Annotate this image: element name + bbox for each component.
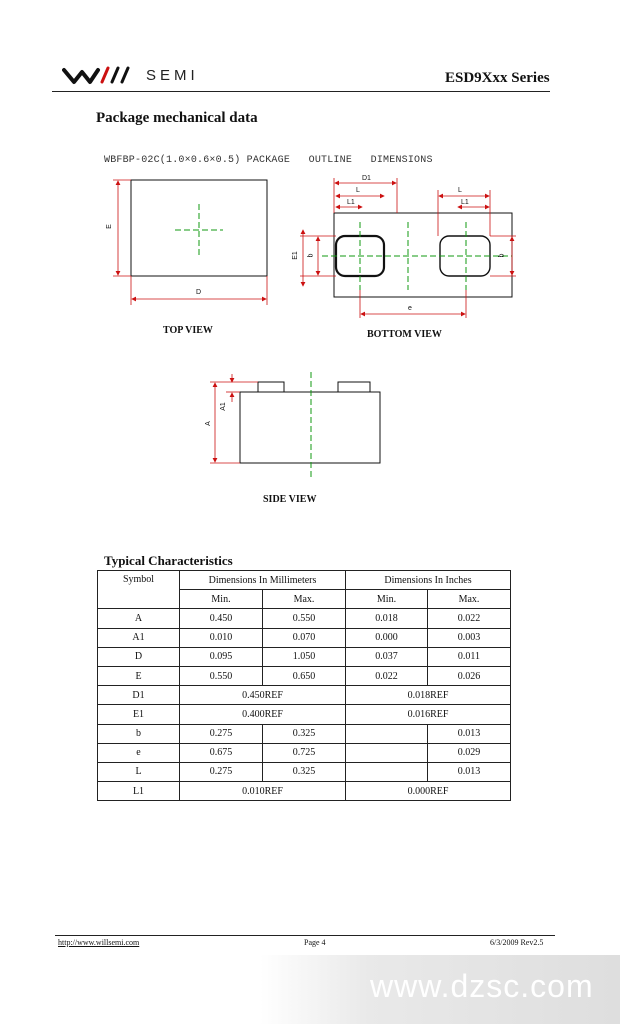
dim-label-D: D	[196, 289, 202, 296]
watermark: www.dzsc.com	[370, 968, 594, 1004]
cell-in-max: 0.022	[427, 608, 511, 629]
cell-in-max: 0.011	[427, 646, 511, 667]
footer-url-link[interactable]: http://www.willsemi.com	[58, 938, 140, 947]
cell-mm-min: 0.450	[179, 608, 263, 629]
table-title: Typical Characteristics	[104, 553, 233, 568]
dim-label-E1: E1	[291, 251, 299, 260]
cell-in-max: 0.026	[427, 665, 511, 687]
footer-divider	[55, 935, 555, 936]
cell-in-min: 0.018	[345, 608, 428, 629]
cell-in-ref: 0.018REF	[345, 685, 511, 706]
dim-label-e: e	[408, 305, 412, 312]
dim-label-A1: A1	[219, 402, 227, 411]
dim-label-b-right: b	[498, 253, 506, 258]
cell-in-min: 0.000	[345, 627, 428, 648]
characteristics-table: Symbol Dimensions In Millimeters Dimensi…	[97, 569, 511, 802]
cell-mm-min: 0.550	[179, 665, 263, 687]
cell-in-ref: 0.000REF	[345, 781, 511, 802]
dim-label-L1-right: L1	[461, 199, 469, 206]
cell-symbol: L1	[97, 781, 180, 802]
series-title: ESD9Xxx Series	[445, 70, 550, 86]
section-title: Package mechanical data	[96, 110, 258, 126]
cell-in-ref: 0.016REF	[345, 704, 511, 725]
header-divider	[52, 91, 550, 92]
cell-in-min	[345, 742, 428, 763]
top-view-drawing	[113, 179, 268, 305]
cell-mm-ref: 0.400REF	[179, 704, 346, 725]
side-view-drawing	[210, 372, 381, 478]
cell-mm-max: 0.325	[262, 761, 346, 783]
cell-symbol: A	[97, 608, 180, 629]
header-in-min: Min.	[345, 589, 428, 610]
cell-mm-max: 1.050	[262, 646, 346, 667]
top-view-caption: TOP VIEW	[163, 325, 213, 336]
cell-mm-max: 0.325	[262, 723, 346, 744]
footer-date-revision: 6/3/2009 Rev2.5	[490, 938, 544, 947]
cell-mm-max: 0.550	[262, 608, 346, 629]
cell-mm-max: 0.650	[262, 665, 346, 687]
cell-mm-min: 0.275	[179, 761, 263, 783]
cell-mm-ref: 0.450REF	[179, 685, 346, 706]
dim-label-L-left: L	[356, 187, 360, 194]
cell-in-max: 0.013	[427, 761, 511, 783]
dim-label-L1-left: L1	[347, 199, 355, 206]
footer-page-number: Page 4	[304, 938, 326, 947]
cell-in-max: 0.013	[427, 723, 511, 744]
header-in-max: Max.	[427, 589, 511, 610]
cell-symbol: e	[97, 742, 180, 763]
watermark-band	[260, 955, 620, 1024]
cell-symbol: b	[97, 723, 180, 744]
cell-in-max: 0.029	[427, 742, 511, 763]
cell-mm-max: 0.070	[262, 627, 346, 648]
cell-in-max: 0.003	[427, 627, 511, 648]
bottom-view-caption: BOTTOM VIEW	[367, 329, 442, 340]
cell-in-min: 0.022	[345, 665, 428, 687]
cell-symbol: D	[97, 646, 180, 667]
dim-label-D1: D1	[362, 175, 371, 182]
cell-symbol: D1	[97, 685, 180, 706]
dim-label-b-left: b	[307, 253, 315, 258]
cell-mm-min: 0.275	[179, 723, 263, 744]
cell-mm-min: 0.675	[179, 742, 263, 763]
will-semi-logo	[62, 66, 130, 84]
cell-mm-min: 0.010	[179, 627, 263, 648]
cell-mm-ref: 0.010REF	[179, 781, 346, 802]
cell-in-min: 0.037	[345, 646, 428, 667]
cell-in-min	[345, 723, 428, 744]
package-outline-title: WBFBP-02C(1.0×0.6×0.5) PACKAGE OUTLINE D…	[104, 155, 433, 166]
header-inches: Dimensions In Inches	[345, 569, 511, 591]
logo-text: SEMI	[146, 67, 199, 84]
dim-label-L-right: L	[458, 187, 462, 194]
cell-in-min	[345, 761, 428, 783]
cell-symbol: E1	[97, 704, 180, 725]
cell-symbol: A1	[97, 627, 180, 648]
header-mm-max: Max.	[262, 589, 346, 610]
cell-symbol: E	[97, 665, 180, 687]
package-drawings	[113, 178, 516, 478]
dim-label-E: E	[105, 224, 113, 229]
header-mm-min: Min.	[179, 589, 263, 610]
dim-label-A: A	[204, 421, 212, 426]
table-header-row: Symbol Dimensions In Millimeters Dimensi…	[97, 569, 511, 610]
cell-mm-max: 0.725	[262, 742, 346, 763]
header-symbol: Symbol	[97, 569, 180, 610]
cell-symbol: L	[97, 761, 180, 783]
header-millimeters: Dimensions In Millimeters	[179, 569, 346, 591]
side-view-caption: SIDE VIEW	[263, 494, 317, 505]
table-subheader-row: Min. Max. Min. Max.	[98, 589, 511, 610]
bottom-view-drawing	[300, 178, 516, 318]
cell-mm-min: 0.095	[179, 646, 263, 667]
